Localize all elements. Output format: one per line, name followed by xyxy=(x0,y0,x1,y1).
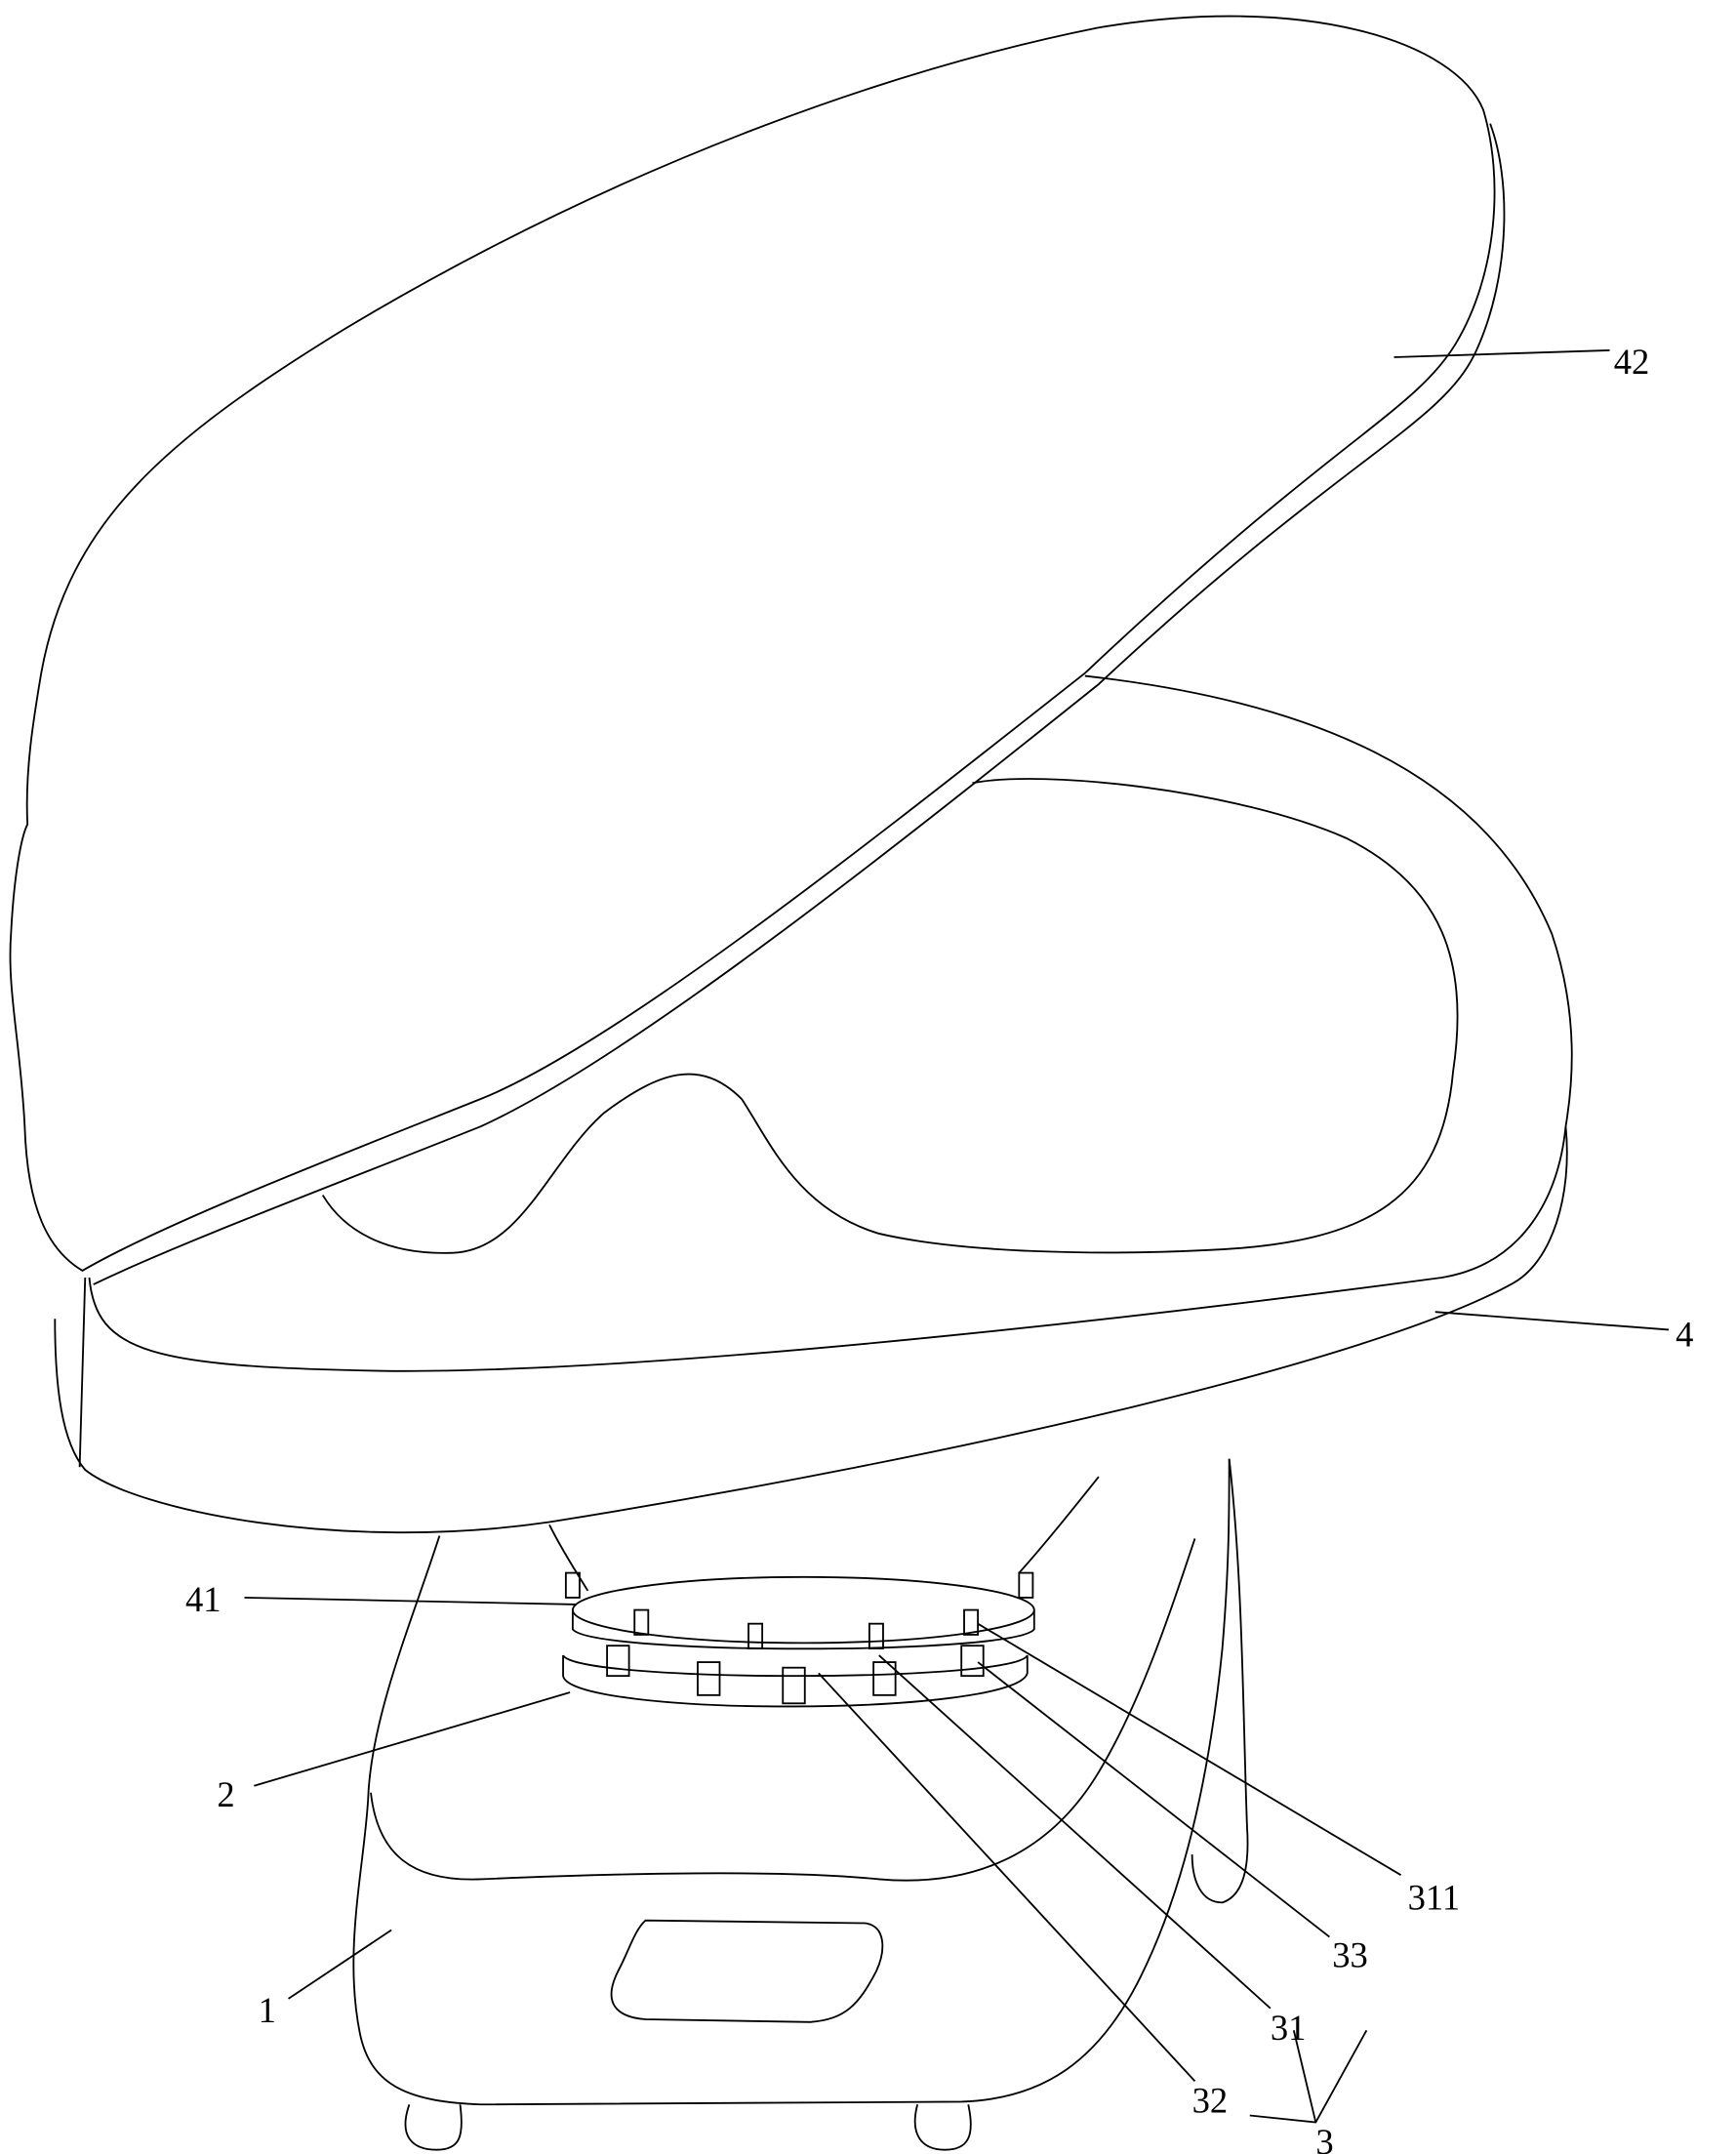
label-3: 3 xyxy=(1315,2122,1333,2154)
reference-labels: 42 4 41 2 1 311 33 31 32 3 xyxy=(185,342,1693,2154)
label-2: 2 xyxy=(217,1774,234,1814)
base-unit xyxy=(352,1458,1249,2151)
pins xyxy=(564,1571,1034,1705)
tray xyxy=(54,674,1573,1534)
label-41: 41 xyxy=(185,1579,222,1619)
leader-lines xyxy=(244,349,1670,2124)
label-31: 31 xyxy=(1271,2008,1307,2048)
label-1: 1 xyxy=(259,1990,276,2030)
label-311: 311 xyxy=(1408,1877,1461,1917)
label-4: 4 xyxy=(1675,1314,1693,1354)
label-33: 33 xyxy=(1332,1935,1368,1975)
lid xyxy=(9,15,1506,1285)
label-32: 32 xyxy=(1192,2081,1229,2121)
disc-assembly xyxy=(548,1476,1100,1708)
label-42: 42 xyxy=(1614,342,1650,382)
